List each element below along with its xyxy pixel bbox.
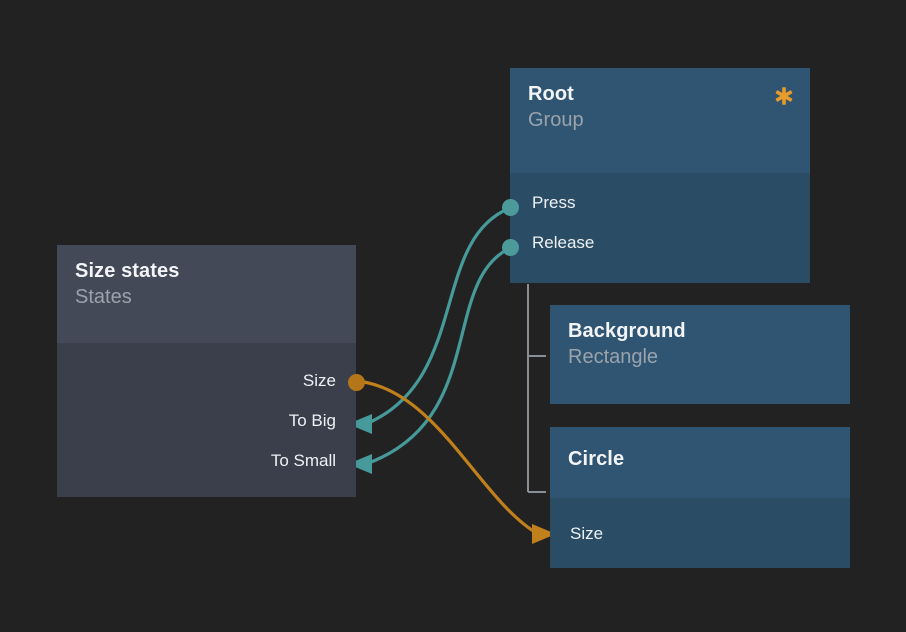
port-label-to-small[interactable]: To Small [270, 451, 336, 470]
node-root-title: Root [528, 83, 574, 105]
tree-hierarchy-lines [527, 284, 546, 493]
port-label-size-out[interactable]: Size [302, 371, 336, 390]
edge-size-to-circle-size [362, 380, 556, 544]
port-label-to-big[interactable]: To Big [288, 411, 336, 430]
node-circle[interactable]: Circle Size [550, 427, 850, 568]
node-size-states-title: Size states [75, 260, 180, 282]
node-size-states-body: Size To Big To Small [57, 343, 356, 497]
node-size-states-header[interactable]: Size states States [57, 245, 356, 343]
node-background-subtitle: Rectangle [568, 346, 659, 368]
node-size-states-subtitle: States [75, 286, 132, 308]
port-dot-size-out[interactable] [348, 374, 365, 391]
edge-release-to-small [348, 246, 512, 474]
node-root-body: Press Release [510, 173, 810, 283]
node-root-header[interactable]: Root Group [510, 68, 810, 173]
node-circle-title: Circle [568, 448, 625, 470]
asterisk-icon[interactable] [774, 86, 794, 106]
node-root[interactable]: Root Group Press Release [502, 68, 810, 283]
node-circle-header[interactable]: Circle [550, 427, 850, 498]
edge-press-to-big [348, 206, 512, 434]
node-root-subtitle: Group [528, 109, 584, 131]
port-dot-press[interactable] [502, 199, 519, 216]
port-dot-release[interactable] [502, 239, 519, 256]
node-size-states[interactable]: Size states States Size To Big To Small [57, 245, 365, 497]
node-background[interactable]: Background Rectangle [550, 305, 850, 404]
port-label-release[interactable]: Release [532, 233, 595, 252]
node-background-header[interactable]: Background Rectangle [550, 305, 850, 404]
port-label-circle-size[interactable]: Size [570, 524, 604, 543]
port-label-press[interactable]: Press [532, 193, 576, 212]
node-background-title: Background [568, 320, 686, 342]
node-circle-body: Size [550, 498, 850, 568]
